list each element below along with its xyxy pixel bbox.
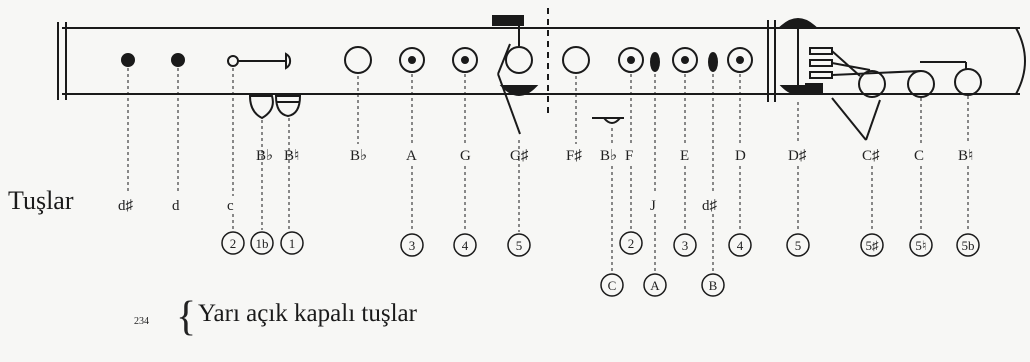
finger-number: 5 <box>795 238 802 253</box>
gsharp-lever-top <box>492 15 524 26</box>
flute-body <box>57 8 1026 118</box>
label-upper: G <box>460 148 471 164</box>
label-lower: d♯ <box>702 198 718 214</box>
label-upper: B♭ <box>350 148 367 164</box>
label-lower: c <box>227 198 234 214</box>
hole-csharp <box>858 70 886 98</box>
finger-number: 1 <box>289 236 296 251</box>
label-upper: F <box>625 148 633 164</box>
letter-circle: C <box>608 278 617 293</box>
upper-labels: B♭ B♮ B♭ A G G♯ F♯ B♭ F E D D♯ C♯ C B♮ <box>256 148 973 164</box>
label-upper: B♭ <box>600 148 617 164</box>
label-upper: C <box>914 148 924 164</box>
hole-f <box>618 47 644 73</box>
finger-number: 3 <box>682 238 689 253</box>
label-upper: E <box>680 148 689 164</box>
keys-heading: Tuşlar <box>8 186 74 215</box>
trill-key-b <box>708 52 718 72</box>
label-upper: A <box>406 148 417 164</box>
finger-number: 4 <box>737 238 744 253</box>
finger-number: 3 <box>409 238 416 253</box>
label-lower: d <box>172 198 180 214</box>
label-lower: d♯ <box>118 198 134 214</box>
hole-gsharp <box>505 46 533 74</box>
letter-circle: B <box>709 278 718 293</box>
thumb-key-cap <box>285 52 292 70</box>
hole-b <box>954 68 982 96</box>
finger-number: 1b <box>256 236 269 251</box>
label-upper: B♭ <box>256 148 273 164</box>
finger-number: 5 <box>516 238 523 253</box>
lower-labels: d♯ d c J d♯ <box>118 198 718 214</box>
hole-dsharp-small <box>121 53 135 67</box>
label-upper: D♯ <box>788 148 807 164</box>
leader-lines <box>127 68 969 272</box>
tone-holes <box>121 15 982 141</box>
bflat-thumb-keys <box>248 95 624 124</box>
hole-bflat <box>344 46 372 74</box>
trill-key-a <box>650 52 660 72</box>
label-upper: G♯ <box>510 148 529 164</box>
dsharp-key-top <box>779 18 817 27</box>
curly-brace-icon: { <box>176 294 197 340</box>
hole-fsharp <box>562 46 590 74</box>
hole-d <box>727 47 753 73</box>
bflat-side-key <box>592 117 624 124</box>
label-lower: J <box>650 198 656 214</box>
footnote-number: 234 <box>134 316 149 327</box>
finger-number: 5♯ <box>866 238 879 253</box>
caption-half-open-keys: Yarı açık kapalı tuşlar <box>198 300 417 327</box>
hole-e <box>672 47 698 73</box>
finger-number: 2 <box>230 236 237 251</box>
finger-number-labels: 2 1b 1 3 4 5 2 3 4 5 5♯ 5♮ 5b C A B <box>230 236 975 293</box>
hole-g <box>452 47 478 73</box>
letter-circle: A <box>650 278 660 293</box>
label-upper: B♮ <box>958 148 973 164</box>
gsharp-key-pad <box>499 85 539 96</box>
hole-a <box>399 47 425 73</box>
finger-number: 5♮ <box>915 238 926 253</box>
finger-number-circles <box>221 231 980 297</box>
hole-d-small <box>171 53 185 67</box>
label-upper: C♯ <box>862 148 880 164</box>
label-upper: F♯ <box>566 148 582 164</box>
finger-number: 4 <box>462 238 469 253</box>
finger-number: 5b <box>962 238 975 253</box>
hole-c-thumb <box>227 55 239 67</box>
label-upper: B♮ <box>284 148 299 164</box>
label-upper: D <box>735 148 746 164</box>
finger-number: 2 <box>628 236 635 251</box>
